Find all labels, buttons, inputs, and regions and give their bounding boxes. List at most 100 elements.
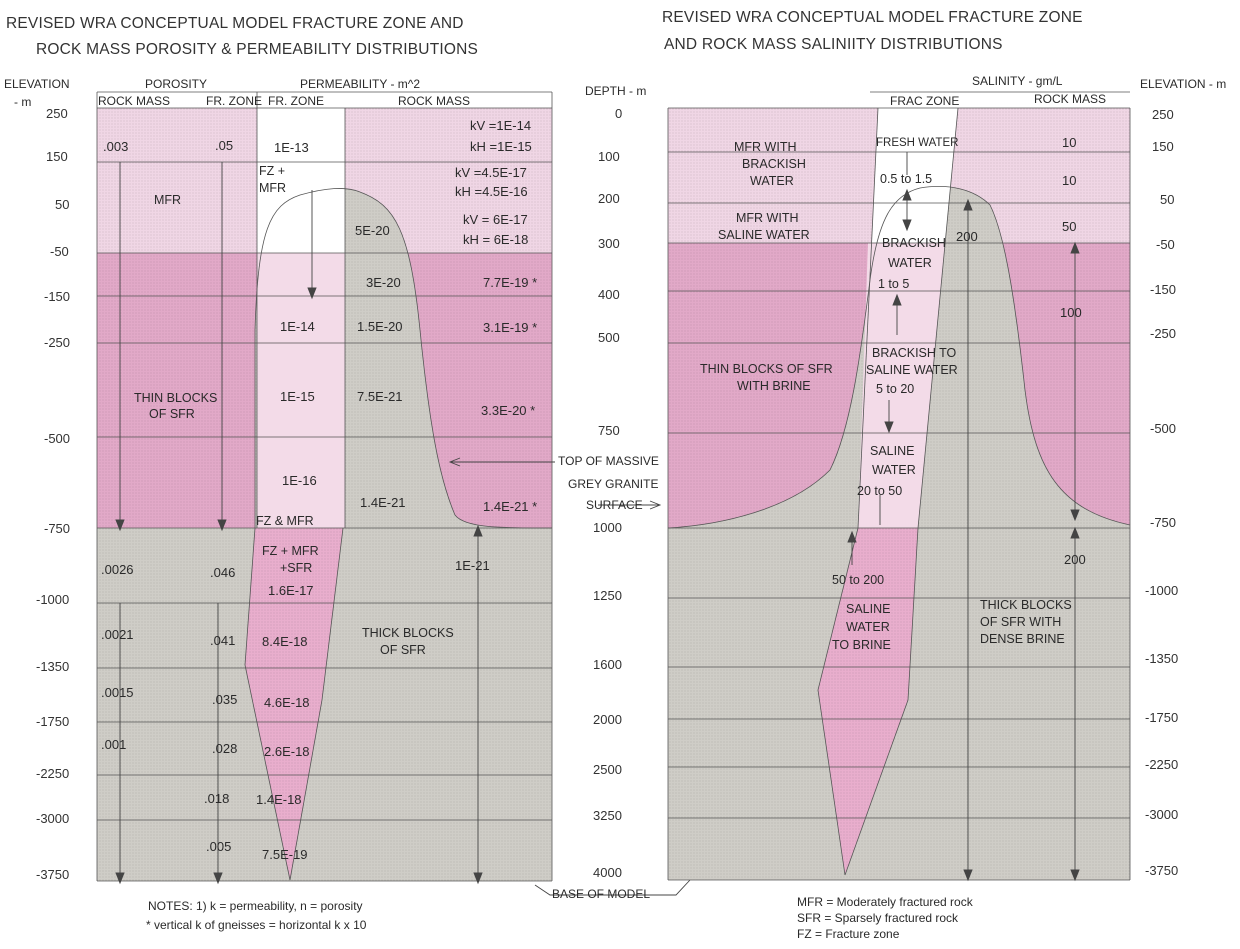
perm-rm-kv1: kV =1E-14: [470, 118, 532, 133]
left-elevation-label: ELEVATION: [4, 77, 70, 91]
left-elevation-unit: - m: [14, 95, 32, 109]
right-title-line1: REVISED WRA CONCEPTUAL MODEL FRACTURE ZO…: [662, 9, 1083, 26]
depth-13: 4000: [593, 865, 622, 880]
notes-line1: NOTES: 1) k = permeability, n = porosity: [148, 899, 363, 913]
brackish-3: 1 to 5: [878, 277, 910, 291]
mfr-brackish-2: BRACKISH: [742, 157, 806, 171]
perm-granite-5: 1E-21: [455, 558, 490, 573]
col-fr-zone-perm: FR. ZONE: [268, 94, 324, 108]
legend-sfr: SFR = Sparsely fractured rock: [797, 911, 959, 925]
brackish-1: BRACKISH: [882, 236, 946, 250]
perm-granite-2: 1.5E-20: [357, 319, 403, 334]
depth-7: 1000: [593, 520, 622, 535]
perm-fz-3: 1E-16: [282, 473, 317, 488]
perm-rm-kv2: kV =4.5E-17: [455, 165, 527, 180]
right-elev-5: -250: [1150, 326, 1177, 341]
por-rm-1: .0026: [101, 562, 134, 577]
label-fz-and-mfr: FZ & MFR: [256, 514, 314, 528]
fz-salinity-0: 0.5 to 1.5: [880, 172, 933, 186]
left-elev-7: -750: [44, 521, 71, 536]
perm-granite-4: 1.4E-21: [360, 495, 406, 510]
rock-sal-0: 10: [1062, 135, 1077, 150]
label-thin-blocks-2: OF SFR: [149, 407, 195, 421]
left-elev-11: -2250: [36, 766, 70, 781]
right-elev-6: -500: [1150, 421, 1177, 436]
perm-fz-1: 1E-14: [280, 319, 315, 334]
top-granite-2: GREY GRANITE: [568, 477, 659, 491]
col-fr-zone-porosity: FR. ZONE: [206, 94, 262, 108]
right-elev-10: -1750: [1145, 710, 1179, 725]
rock-sal-3: 100: [1060, 305, 1082, 320]
label-fz-plus: FZ +: [259, 164, 286, 178]
brackish-saline-2: SALINE WATER: [866, 363, 958, 377]
mfr-saline-2: SALINE WATER: [718, 228, 810, 242]
por-rm-0: .003: [103, 139, 129, 154]
porosity-header: POROSITY: [145, 77, 208, 91]
perm-fz-7: 2.6E-18: [264, 744, 310, 759]
col-rock-mass-porosity: ROCK MASS: [98, 94, 171, 108]
legend-mfr: MFR = Moderately fractured rock: [797, 895, 973, 909]
left-elev-8: -1000: [36, 592, 70, 607]
top-granite-3: SURFACE: [586, 498, 643, 512]
left-gridlines: [96, 91, 553, 882]
thick-blocks-3: DENSE BRINE: [980, 632, 1065, 646]
right-elev-3: -50: [1156, 237, 1175, 252]
right-arrows: [847, 152, 1080, 882]
depth-1: 100: [598, 149, 620, 164]
left-elev-10: -1750: [36, 714, 70, 729]
perm-fz-9: 7.5E-19: [262, 847, 308, 862]
label-fz-mfr-sfr-1: FZ + MFR: [262, 544, 319, 558]
perm-gneiss-1: 3.1E-19 *: [483, 320, 538, 335]
label-thick-blocks-2: OF SFR: [380, 643, 426, 657]
por-fz-4: .028: [212, 741, 238, 756]
left-elev-1: 150: [46, 149, 68, 164]
right-elevation-label: ELEVATION - m: [1140, 77, 1227, 91]
mfr-brackish-3: WATER: [750, 174, 794, 188]
right-elev-4: -150: [1150, 282, 1177, 297]
rock-sal-4: 200: [1064, 552, 1086, 567]
por-fz-2: .041: [210, 633, 236, 648]
right-title-line2: AND ROCK MASS SALINIITY DISTRIBUTIONS: [664, 36, 1003, 53]
label-thick-blocks-1: THICK BLOCKS: [362, 626, 454, 640]
perm-fz-5: 8.4E-18: [262, 634, 308, 649]
depth-5: 500: [598, 330, 620, 345]
depth-3: 300: [598, 236, 620, 251]
notes-line2: * vertical k of gneisses = horizontal k …: [146, 918, 367, 932]
depth-11: 2500: [593, 762, 622, 777]
perm-fz-0: 1E-13: [274, 140, 309, 155]
depth-10: 2000: [593, 712, 622, 727]
left-elev-3: -50: [50, 244, 69, 259]
brine-value: 50 to 200: [832, 573, 885, 587]
saline-2: WATER: [872, 463, 916, 477]
depth-9: 1600: [593, 657, 622, 672]
perm-rm-kh2: kH =4.5E-16: [455, 184, 528, 199]
col-rock-mass-perm: ROCK MASS: [398, 94, 471, 108]
perm-rm-kh3: kH = 6E-18: [463, 232, 529, 247]
right-elev-0: 250: [1152, 107, 1174, 122]
por-rm-2: .0021: [101, 627, 134, 642]
mfr-brackish-1: MFR WITH: [734, 140, 797, 154]
left-arrows: [115, 162, 483, 885]
brackish-saline-3: 5 to 20: [876, 382, 915, 396]
fresh-water: FRESH WATER: [876, 137, 959, 149]
perm-gneiss-3: 1.4E-21 *: [483, 499, 538, 514]
base-of-model: BASE OF MODEL: [552, 887, 651, 901]
por-rm-3: .0015: [101, 685, 134, 700]
thin-blocks-1: THIN BLOCKS OF SFR: [700, 362, 833, 376]
por-fz-0: .05: [215, 138, 234, 153]
left-elev-2: 50: [55, 197, 70, 212]
right-elev-2: 50: [1160, 192, 1175, 207]
thick-blocks-1: THICK BLOCKS: [980, 598, 1072, 612]
perm-rm-kv3: kV = 6E-17: [463, 212, 528, 227]
mfr-saline-1: MFR WITH: [736, 211, 799, 225]
right-elev-11: -2250: [1145, 757, 1179, 772]
depth-0: 0: [615, 106, 623, 121]
brackish-2: WATER: [888, 256, 932, 270]
por-fz-6: .005: [206, 839, 232, 854]
perm-fz-2: 1E-15: [280, 389, 315, 404]
perm-gneiss-0: 7.7E-19 *: [483, 275, 538, 290]
center-pointers: [448, 457, 691, 896]
left-elev-9: -1350: [36, 659, 70, 674]
por-fz-1: .046: [210, 565, 236, 580]
depth-6: 750: [598, 423, 620, 438]
